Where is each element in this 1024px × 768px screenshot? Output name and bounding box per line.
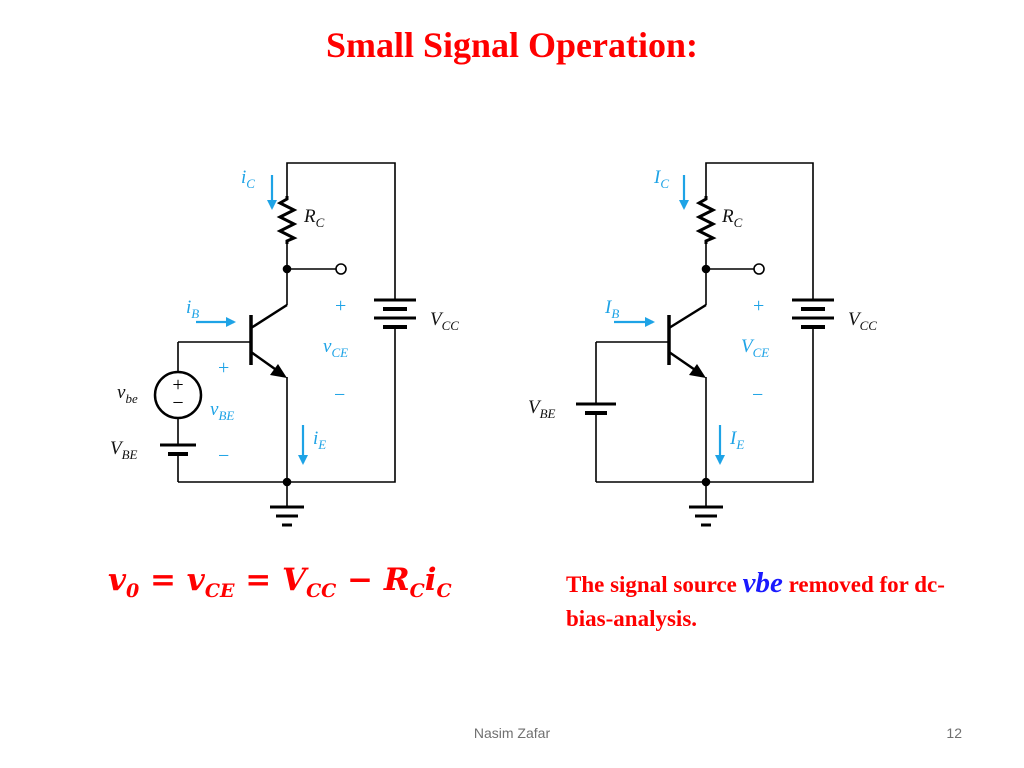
right-vce-minus: − <box>752 384 763 406</box>
left-circuit <box>153 162 416 527</box>
left-resistor-rc <box>276 196 298 244</box>
dc-bias-note: The signal source vbe removed for dc-bia… <box>566 567 945 631</box>
left-rc-label: RC <box>303 206 325 230</box>
right-vbe-source-label: VBE <box>528 397 556 421</box>
right-collector-node <box>701 264 711 274</box>
left-vbe-drop-label: vBE <box>210 399 234 423</box>
right-ic-label: IC <box>653 167 669 191</box>
left-ie-label: iE <box>313 428 326 452</box>
left-vbe-plus: + <box>218 357 229 379</box>
output-voltage-equation: v0 = vCE = VCC − RCiC <box>108 562 452 603</box>
slide-title: Small Signal Operation: <box>325 25 699 65</box>
right-ie-label: IE <box>729 428 744 452</box>
left-collector-node <box>282 264 292 274</box>
right-vce-plus: + <box>753 295 764 317</box>
left-vce-label: vCE <box>323 336 348 360</box>
left-output-terminal <box>335 263 347 275</box>
left-vbe-small-label: vbe <box>117 382 138 406</box>
left-source-plus: + <box>172 374 183 396</box>
left-ib-label: iB <box>186 297 199 321</box>
right-rc-label: RC <box>721 206 743 230</box>
left-vcc-label: VCC <box>430 309 459 333</box>
left-vce-minus: − <box>334 384 345 406</box>
right-vce-label: VCE <box>741 336 769 360</box>
footer-page-number: 12 <box>946 725 962 741</box>
left-ic-label: iC <box>241 167 255 191</box>
left-top-wire <box>286 162 396 300</box>
left-source-minus: − <box>172 392 183 414</box>
right-ib-label: IB <box>604 297 619 321</box>
right-resistor-rc <box>695 196 717 244</box>
right-top-wire <box>705 162 814 300</box>
left-vbe-minus: − <box>218 445 229 467</box>
right-circuit <box>576 162 834 527</box>
right-vcc-label: VCC <box>848 309 877 333</box>
left-emitter-arrow <box>270 364 287 378</box>
footer-author: Nasim Zafar <box>473 725 551 741</box>
left-vbe-source-label: VBE <box>110 438 138 462</box>
left-vce-plus: + <box>335 295 346 317</box>
vbe-highlight: vbe <box>742 567 783 599</box>
right-emitter-arrow <box>689 364 706 378</box>
right-output-terminal <box>753 263 765 275</box>
